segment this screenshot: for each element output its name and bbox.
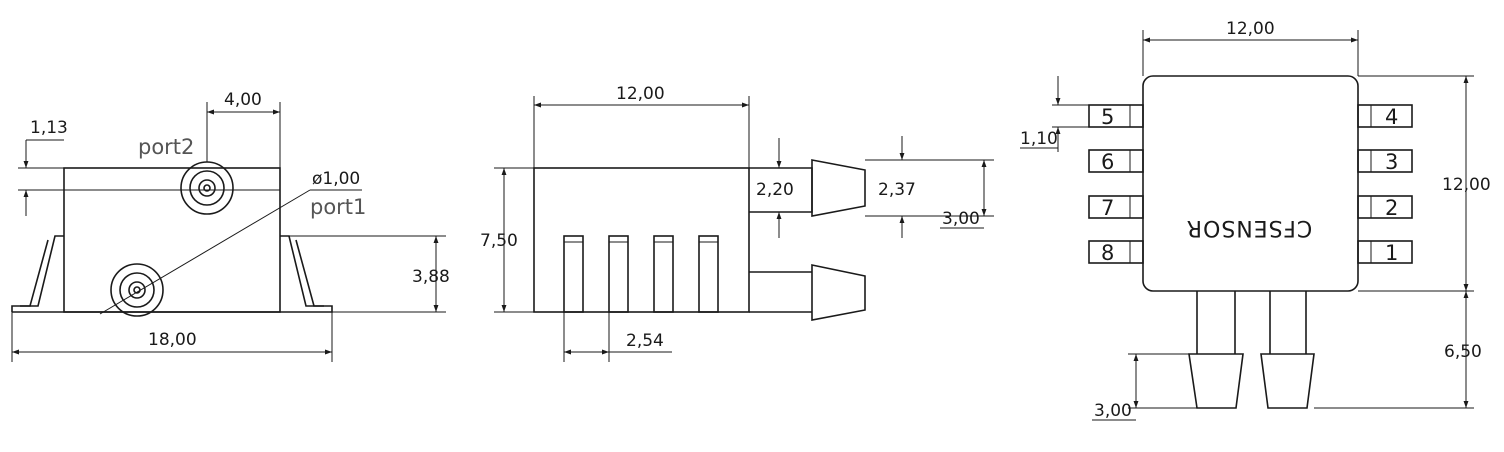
pin-8-label: 8 — [1101, 241, 1114, 265]
pin-4-label: 4 — [1385, 105, 1398, 129]
dim-pin-pitch: 2,54 — [626, 331, 664, 351]
dim-total-length: 18,00 — [148, 330, 197, 350]
top-view-right: 5 6 7 8 4 3 2 1 CFSENSOR — [1020, 19, 1491, 421]
left-pins: 5 6 7 8 — [1088, 104, 1144, 265]
dim-top-height: 12,00 — [1442, 175, 1491, 195]
dim-tube-inner: 2,20 — [756, 180, 794, 200]
sensor-body-top — [1142, 75, 1359, 292]
pin-3-label: 3 — [1385, 150, 1398, 174]
pin-row — [563, 235, 719, 313]
dim-port-spacing: 4,00 — [224, 90, 262, 110]
dim-tube-length: 3,00 — [942, 209, 980, 229]
dim-tube-outer: 2,37 — [878, 180, 916, 200]
dim-tube-height: 6,50 — [1444, 342, 1482, 362]
front-view-middle: 12,00 7,50 2,54 2,20 2,37 3,00 — [480, 84, 994, 362]
dim-tip-length: 3,00 — [1094, 401, 1132, 421]
pin-2-label: 2 — [1385, 196, 1398, 220]
dim-hole-diameter: ø1,00 — [312, 169, 360, 189]
dim-top-offset: 1,13 — [30, 118, 68, 138]
sensor-body-front — [533, 167, 750, 313]
dim-body-height: 7,50 — [480, 231, 518, 251]
port2-label: port2 — [138, 135, 194, 159]
dim-top-width: 12,00 — [1226, 19, 1275, 39]
dim-body-width: 12,00 — [616, 84, 665, 104]
mounting-base — [11, 235, 333, 313]
right-pins: 4 3 2 1 — [1357, 104, 1413, 265]
pin-5-label: 5 — [1101, 105, 1114, 129]
port1-hole — [110, 263, 164, 317]
lower-port-tube — [749, 264, 866, 321]
bottom-port-tubes — [1188, 291, 1315, 409]
pin-6-label: 6 — [1101, 150, 1114, 174]
port2-hole — [180, 161, 234, 215]
brand-marking: CFSENSOR — [1186, 215, 1313, 240]
base-flange-inner — [20, 239, 324, 307]
dim-pin-width: 1,10 — [1020, 129, 1058, 149]
port1-label: port1 — [310, 195, 366, 219]
side-view-left: 4,00 1,13 port2 ø1,00 port1 3,88 18,00 — [11, 90, 450, 362]
dim-base-height: 3,88 — [412, 267, 450, 287]
pin-7-label: 7 — [1101, 196, 1114, 220]
pin-1-label: 1 — [1385, 241, 1398, 265]
